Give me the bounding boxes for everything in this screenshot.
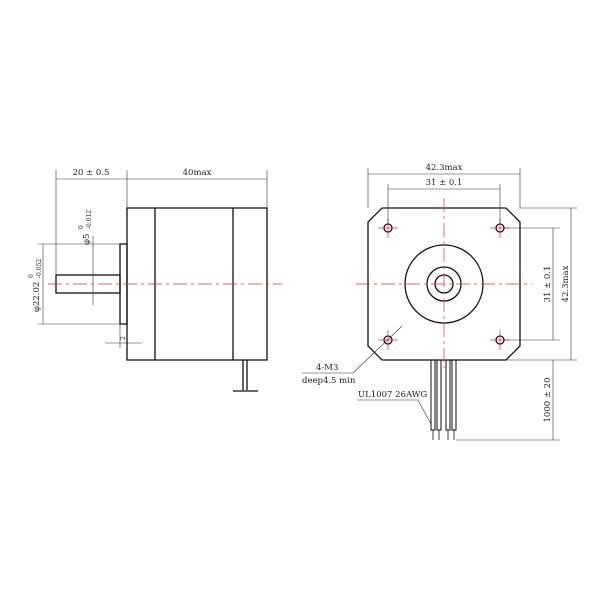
side-view: 20 ± 0.5 40max φ5 0 -0.012 φ22.02 0 -0.0… (28, 168, 282, 392)
svg-text:-0.052: -0.052 (36, 259, 43, 278)
width-dim: 42.3max (426, 163, 463, 173)
svg-text:-0.012: -0.012 (86, 210, 93, 229)
svg-text:φ22.02: φ22.02 (32, 282, 42, 312)
svg-text:φ5: φ5 (82, 234, 92, 245)
dimension-lines (302, 168, 577, 441)
thread-label: 4-M3 (316, 363, 338, 373)
front-view: 42.3max 31 ± 0.1 31 ± 0.1 42.3max 1000 ±… (302, 163, 577, 441)
wire-label: UL1007 26AWG (358, 390, 427, 400)
height-dim: 42.3max (561, 265, 571, 302)
hole-spacing-h-dim: 31 ± 0.1 (426, 178, 463, 188)
shaft-diameter-dim: φ5 0 -0.012 (78, 210, 93, 245)
body-length-dim: 40max (183, 168, 212, 178)
lead-wires (430, 359, 457, 440)
hole-spacing-v-dim: 31 ± 0.1 (543, 266, 553, 303)
shaft-length-dim: 20 ± 0.5 (73, 168, 110, 178)
boss-diameter-dim: φ22.02 0 -0.052 (28, 259, 43, 312)
svg-text:0: 0 (78, 225, 85, 229)
svg-text:0: 0 (28, 274, 35, 278)
cable-length-dim: 1000 ± 20 (543, 378, 553, 423)
dimension-lines (38, 170, 268, 348)
mounting-hole (378, 330, 398, 350)
thread-depth-label: deep4.5 min (302, 376, 356, 386)
cable (233, 360, 258, 392)
boss-height-dim: 2 (120, 336, 127, 340)
